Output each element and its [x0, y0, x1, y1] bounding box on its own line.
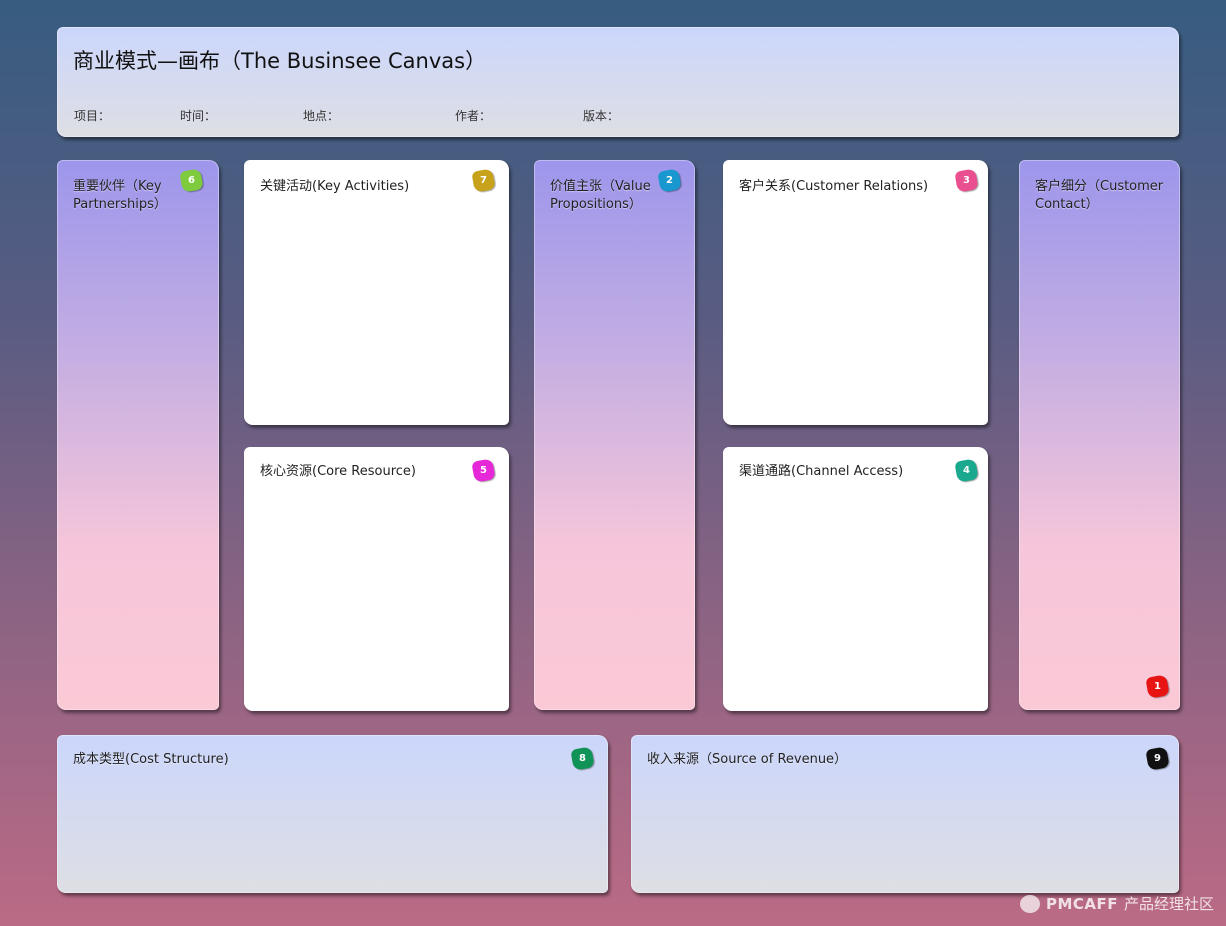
number-badge-4: 4 [954, 458, 979, 483]
key-resources-label: 核心资源(Core Resource) [260, 464, 416, 479]
number-badge-1: 1 [1145, 674, 1170, 699]
cost-structure-label: 成本类型(Cost Structure) [73, 752, 229, 767]
customer-segments-block[interactable]: 客户细分（Customer Contact） 1 [1019, 160, 1180, 710]
location-field[interactable]: 地点： [303, 109, 340, 123]
canvas-header: 商业模式—画布（The Businsee Canvas） 项目： 时间： 地点：… [57, 27, 1179, 137]
channels-label: 渠道通路(Channel Access) [739, 464, 904, 479]
customer-segments-label: 客户细分（Customer Contact） [1035, 179, 1164, 212]
number-badge-2: 2 [657, 168, 682, 193]
cost-structure-block[interactable]: 成本类型(Cost Structure) 8 [57, 735, 608, 893]
key-partners-block[interactable]: 重要伙伴（Key Partnerships） 6 [57, 160, 219, 710]
customer-relations-label: 客户关系(Customer Relations) [739, 179, 929, 194]
number-badge-7: 7 [471, 168, 496, 193]
key-activities-block[interactable]: 关键活动(Key Activities) 7 [244, 160, 509, 425]
value-propositions-block[interactable]: 价值主张（Value Propositions） 2 [534, 160, 695, 710]
value-propositions-label: 价值主张（Value Propositions） [550, 179, 651, 212]
watermark-text: 产品经理社区 [1123, 895, 1214, 913]
project-field[interactable]: 项目： [74, 109, 111, 123]
key-resources-block[interactable]: 核心资源(Core Resource) 5 [244, 447, 509, 711]
revenue-label: 收入来源（Source of Revenue） [647, 752, 848, 767]
channels-block[interactable]: 渠道通路(Channel Access) 4 [723, 447, 988, 711]
key-partners-label: 重要伙伴（Key Partnerships） [73, 179, 167, 212]
time-field[interactable]: 时间： [180, 109, 217, 123]
author-field[interactable]: 作者： [455, 109, 492, 123]
number-badge-9: 9 [1145, 746, 1170, 771]
number-badge-6: 6 [179, 168, 204, 193]
number-badge-8: 8 [570, 746, 595, 771]
key-activities-label: 关键活动(Key Activities) [260, 179, 410, 194]
number-badge-3: 3 [954, 168, 979, 193]
customer-relations-block[interactable]: 客户关系(Customer Relations) 3 [723, 160, 988, 425]
revenue-block[interactable]: 收入来源（Source of Revenue） 9 [631, 735, 1179, 893]
watermark-brand: PMCAFF [1045, 894, 1118, 913]
version-field[interactable]: 版本： [583, 109, 620, 123]
pmcaff-watermark: PMCAFF 产品经理社区 [1019, 893, 1214, 914]
page-title: 商业模式—画布（The Businsee Canvas） [73, 49, 487, 73]
number-badge-5: 5 [471, 458, 496, 483]
pmcaff-logo-icon [1019, 894, 1040, 913]
